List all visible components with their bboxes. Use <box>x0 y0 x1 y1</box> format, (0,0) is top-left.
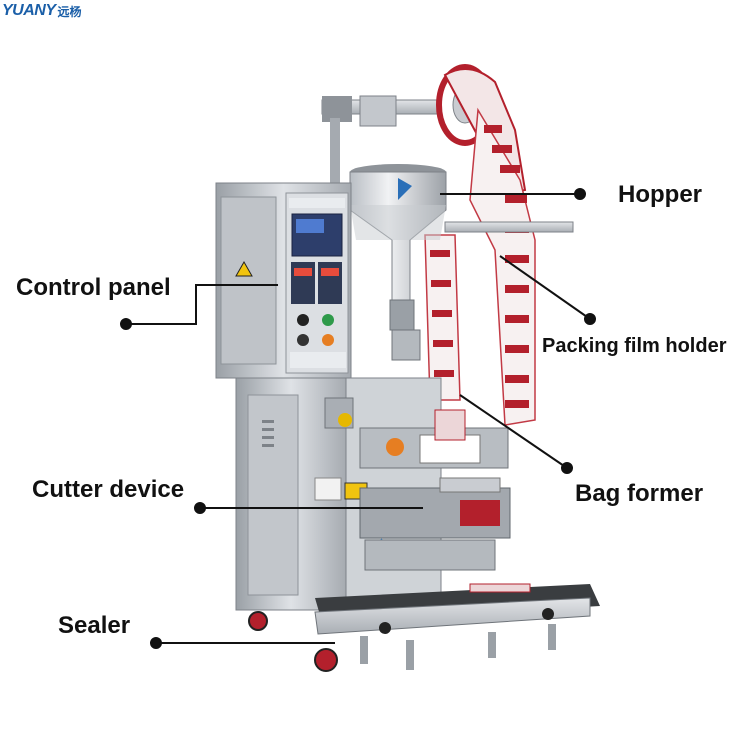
brand-logo: YUANY 远杨 <box>2 2 82 20</box>
bag-former-mechanism <box>359 409 509 469</box>
sealer-label: Sealer <box>58 612 131 639</box>
cutter-device-label: Cutter device <box>32 476 185 503</box>
brand-logo-text: YUANY <box>2 2 56 19</box>
conveyor <box>314 583 600 670</box>
caster-wheels <box>248 611 338 672</box>
control-panel-leader-dot <box>120 318 132 330</box>
brand-logo-chinese: 远杨 <box>57 4 82 19</box>
callout-leaders <box>120 188 596 649</box>
film-holder-leader <box>499 255 591 320</box>
bag-former-leader-dot <box>561 462 573 474</box>
packing-film-strip <box>424 107 574 426</box>
control-panel-label: Control panel <box>16 274 171 301</box>
control-panel <box>215 182 352 379</box>
hopper <box>349 164 447 361</box>
control-panel-leader <box>126 284 278 325</box>
film-holder-leader-dot <box>584 313 596 325</box>
bag-former-leader <box>459 394 568 469</box>
film-roll-arm <box>321 95 443 188</box>
sealer-leader-dot <box>150 637 162 649</box>
hopper-label: Hopper <box>618 181 702 208</box>
cutter-mechanism <box>359 477 511 571</box>
packing-film-holder-label: Packing film holder <box>542 335 727 357</box>
cutter-leader-dot <box>194 502 206 514</box>
hopper-leader-dot <box>574 188 586 200</box>
bag-former-label: Bag former <box>575 480 704 507</box>
